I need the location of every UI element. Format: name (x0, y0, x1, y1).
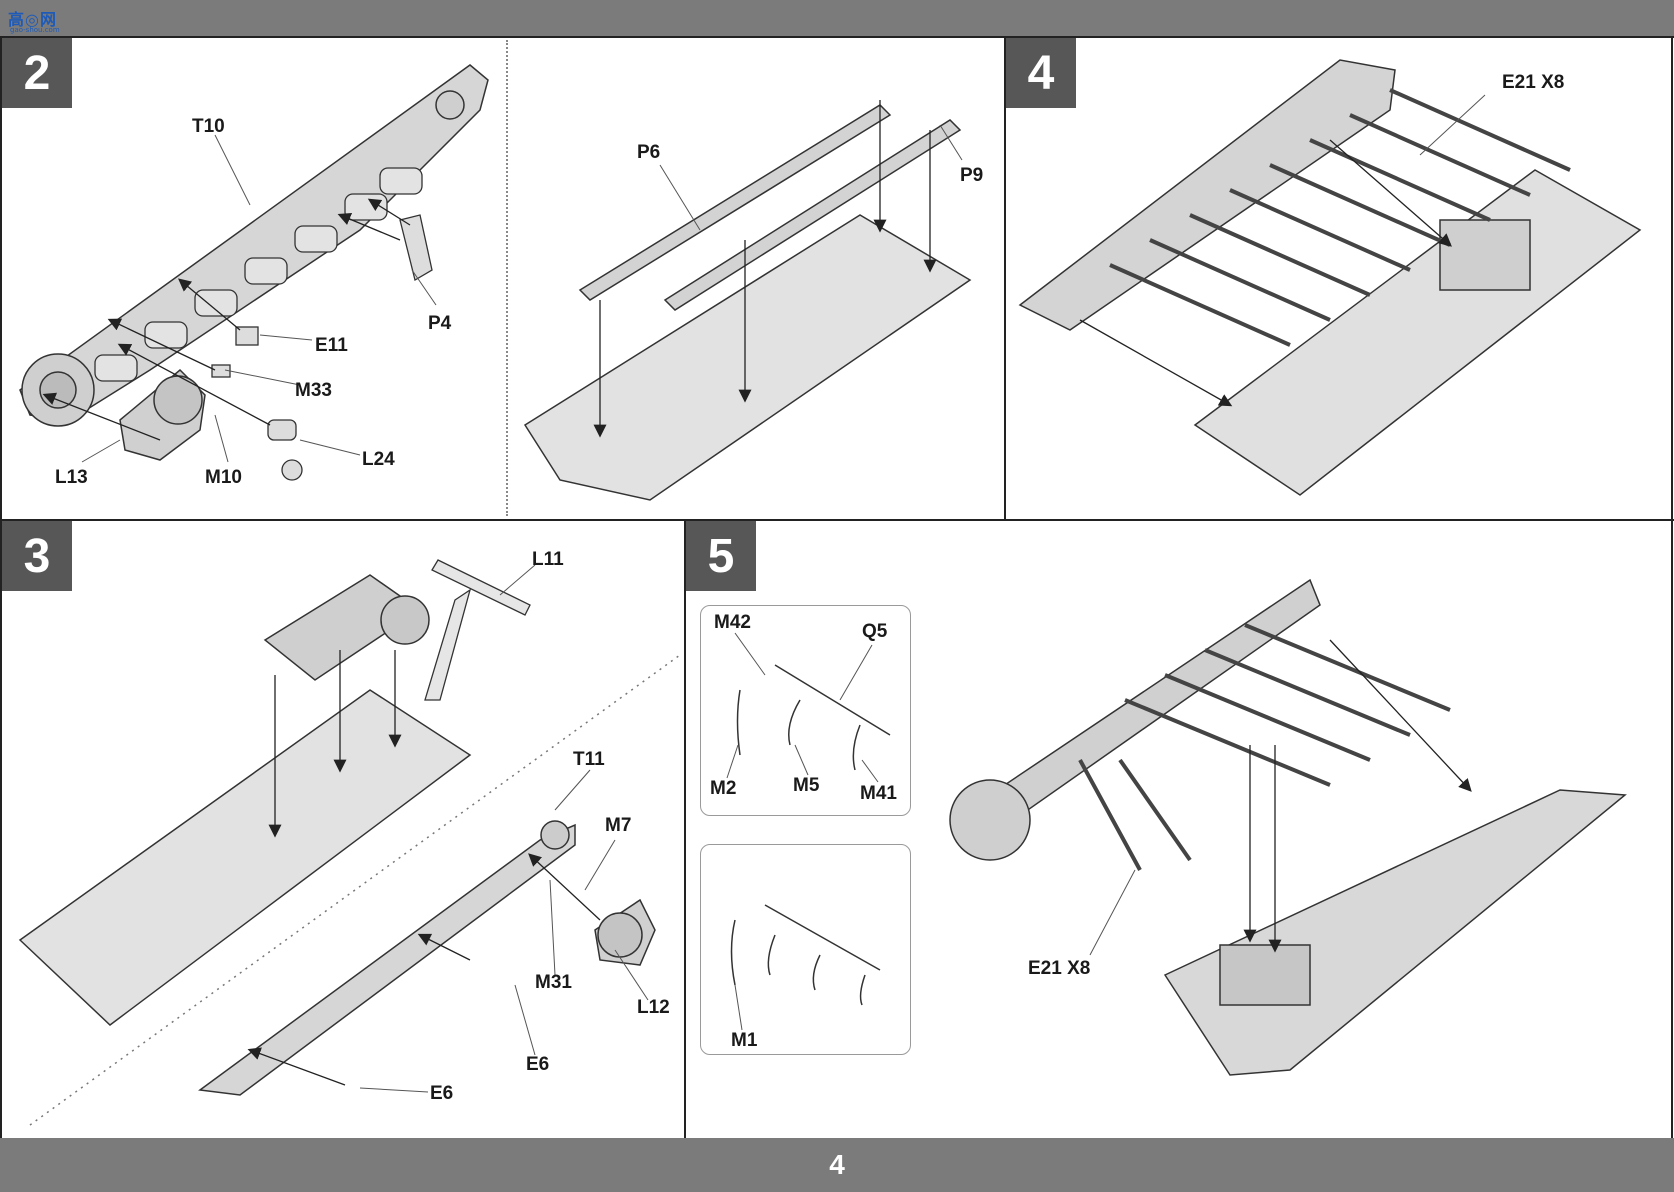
callout-M5: M5 (793, 775, 820, 796)
step5-hull-assembly (949, 578, 1627, 1076)
site-logo: 高◎网 gao-shou.com (8, 6, 70, 36)
callout-M41: M41 (860, 783, 897, 804)
step4-torsion-bars (1109, 88, 1571, 347)
step3-sprocket (594, 898, 656, 966)
step-badge-4: 4 (1006, 38, 1076, 108)
callout-M10: M10 (205, 467, 242, 488)
inset-detail-lower (700, 844, 911, 1055)
callout-L12: L12 (637, 997, 670, 1018)
callout-M42: M42 (714, 612, 751, 633)
step-badge-2: 2 (2, 38, 72, 108)
callout-Q5: Q5 (862, 621, 888, 642)
callout-T11: T11 (573, 749, 605, 770)
callout-E6-lower: E6 (430, 1083, 454, 1104)
frame-rule (0, 519, 1674, 521)
callout-T10: T10 (192, 116, 225, 137)
divider-dotted (506, 40, 508, 516)
step3-divider-dotted (29, 654, 681, 1126)
callout-E6-upper: E6 (526, 1054, 550, 1075)
inset-upper-leaders (726, 632, 879, 783)
frame-rule (684, 519, 686, 1138)
page-number: 4 (829, 1149, 845, 1180)
step5-leader (1089, 869, 1136, 956)
header-band (0, 0, 1674, 36)
frame-rule (1671, 36, 1673, 1138)
step3-hull-side (198, 820, 576, 1096)
step3-lever (424, 559, 531, 701)
callout-P4: P4 (428, 313, 452, 334)
step2-arrows (42, 198, 411, 441)
callout-L13: L13 (55, 467, 88, 488)
step3-arrows (247, 650, 601, 1086)
step-badge-3: 3 (2, 521, 72, 591)
callout-M7: M7 (605, 815, 632, 836)
step4-leader (1419, 94, 1486, 156)
step2-hull-side-plate (19, 64, 489, 427)
step3-floor-assembly (18, 574, 472, 1026)
step2-small-parts (211, 214, 433, 481)
callout-E11: E11 (315, 335, 348, 356)
footer-band (0, 1138, 1674, 1192)
inset-lower-leader (734, 984, 743, 1031)
callout-L24: L24 (362, 449, 395, 470)
logo-subtext: gao-shou.com (10, 26, 60, 34)
step2-floor-arrows (593, 100, 937, 438)
step2-leader-lines (81, 134, 437, 463)
callout-L11: L11 (532, 549, 564, 570)
callout-M2: M2 (710, 778, 737, 799)
callout-M1: M1 (731, 1030, 758, 1051)
step4-arrows (1079, 139, 1452, 407)
step2-floor-plate (523, 104, 972, 501)
inset-detail-upper (700, 605, 911, 816)
callout-M33: M33 (295, 380, 332, 401)
frame-rule (1004, 36, 1006, 520)
frame-rule (0, 36, 1674, 38)
step2-floor-leaders (659, 124, 963, 231)
callout-P9: P9 (960, 165, 984, 186)
step2-drive-sprocket (119, 368, 206, 461)
callout-M31: M31 (535, 972, 572, 993)
inset-lower-parts (730, 904, 881, 1006)
step4-assembly (1018, 59, 1642, 496)
step5-arrows (1243, 639, 1472, 953)
frame-rule (0, 36, 2, 1138)
inset-upper-parts (736, 664, 891, 771)
callout-P6: P6 (637, 142, 661, 163)
logo-text: 高◎网 (8, 10, 57, 29)
callout-E21-x8-step5: E21 X8 (1028, 958, 1091, 979)
step-badge-5: 5 (686, 521, 756, 591)
step5-torsion-bars (1078, 623, 1451, 871)
callout-E21-x8-step4: E21 X8 (1502, 72, 1565, 93)
step3-leaders (359, 564, 649, 1093)
